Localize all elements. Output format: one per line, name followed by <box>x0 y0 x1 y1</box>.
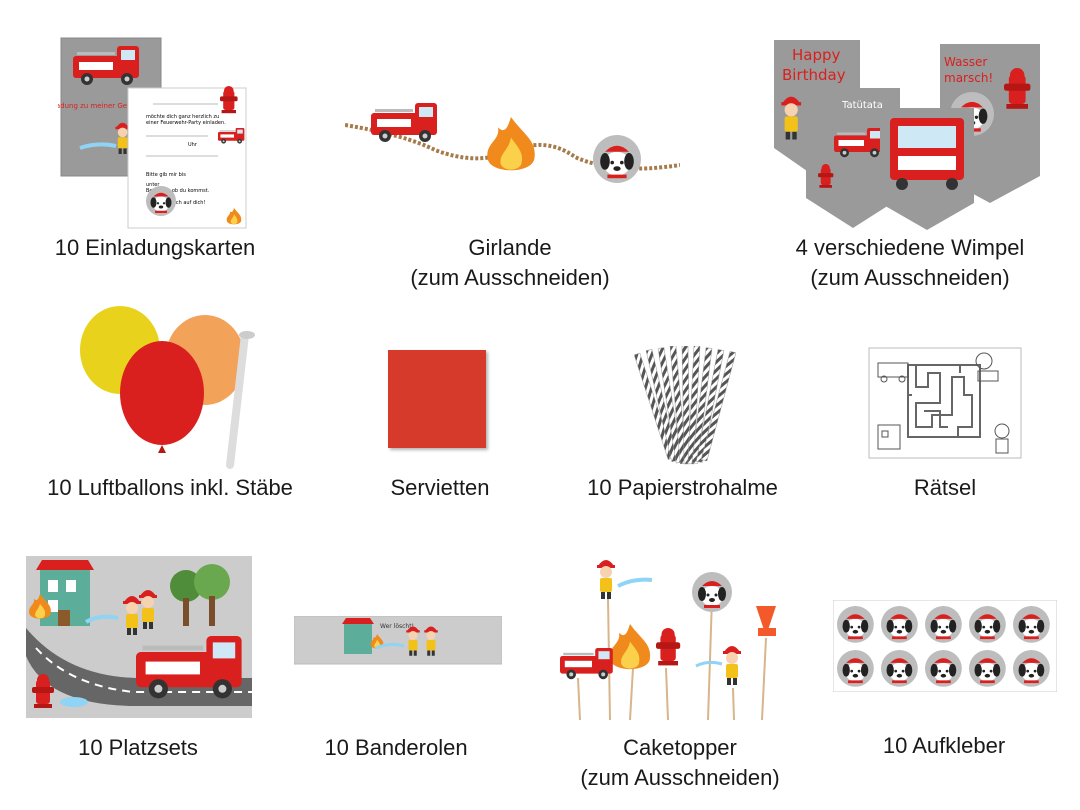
straws-image <box>633 346 737 465</box>
caption-line: 10 Luftballons inkl. Stäbe <box>47 475 293 500</box>
caption-invitation-cards: 10 Einladungskarten <box>20 233 290 263</box>
svg-text:möchte dich ganz herzlich zu: möchte dich ganz herzlich zu <box>146 114 219 120</box>
caption-line: 4 verschiedene Wimpel <box>795 235 1025 260</box>
caption-bands: 10 Banderolen <box>296 733 496 763</box>
caption-pennants: 4 verschiedene Wimpel (zum Ausschneiden) <box>775 233 1045 293</box>
caption-stickers: 10 Aufkleber <box>850 731 1038 761</box>
svg-text:Birthday: Birthday <box>782 66 846 84</box>
caption-line: Servietten <box>390 475 490 500</box>
pennants-image: Happy Birthday Tatütata Wasser marsch! <box>774 40 1040 230</box>
caption-straws: 10 Papierstrohalme <box>560 473 805 503</box>
caption-line: (zum Ausschneiden) <box>580 765 780 790</box>
caption-line: Rätsel <box>913 475 977 500</box>
caption-placemats: 10 Platzsets <box>20 733 256 763</box>
caption-line: 10 Papierstrohalme <box>587 475 778 500</box>
svg-text:Tatütata: Tatütata <box>841 100 883 111</box>
caption-line: Caketopper <box>623 735 737 760</box>
caption-napkins: Servietten <box>350 473 530 503</box>
caption-balloons: 10 Luftballons inkl. Stäbe <box>20 473 320 503</box>
invitation-cards-image: Einladung zu meiner Geburtstagsparty möc… <box>58 37 247 229</box>
svg-text:Bitte gib mir bis: Bitte gib mir bis <box>146 172 186 178</box>
caption-line: (zum Ausschneiden) <box>810 265 1010 290</box>
placemats-image <box>26 556 252 718</box>
cake-toppers-image <box>560 560 776 721</box>
puzzle-image <box>868 347 1022 459</box>
stickers-image <box>833 600 1057 692</box>
napkins-image <box>388 350 486 448</box>
bands-image: Wer löscht! <box>294 616 502 665</box>
svg-text:Wer löscht!: Wer löscht! <box>380 623 414 630</box>
balloons-image <box>80 306 255 469</box>
garland-image <box>345 103 680 183</box>
svg-text:Bescheid, ob du kommst.: Bescheid, ob du kommst. <box>146 188 210 194</box>
svg-text:Uhr: Uhr <box>188 142 198 148</box>
caption-line: 10 Banderolen <box>324 735 468 760</box>
svg-text:Wasser: Wasser <box>944 55 987 69</box>
svg-text:Happy: Happy <box>792 46 841 64</box>
svg-text:Einladung zu meiner Geburtstag: Einladung zu meiner Geburtstagsparty <box>58 102 179 110</box>
caption-line: (zum Ausschneiden) <box>410 265 610 290</box>
caption-line: 10 Einladungskarten <box>54 235 256 260</box>
svg-text:marsch!: marsch! <box>944 71 993 85</box>
caption-line: 10 Aufkleber <box>882 733 1006 758</box>
caption-puzzle: Rätsel <box>855 473 1035 503</box>
caption-garland: Girlande (zum Ausschneiden) <box>360 233 660 293</box>
caption-line: Girlande <box>468 235 552 260</box>
caption-cake-toppers: Caketopper (zum Ausschneiden) <box>545 733 815 793</box>
svg-text:einer Feuerwehr-Party einladen: einer Feuerwehr-Party einladen. <box>146 120 226 126</box>
caption-line: 10 Platzsets <box>78 735 198 760</box>
svg-text:unter: unter <box>146 182 160 188</box>
